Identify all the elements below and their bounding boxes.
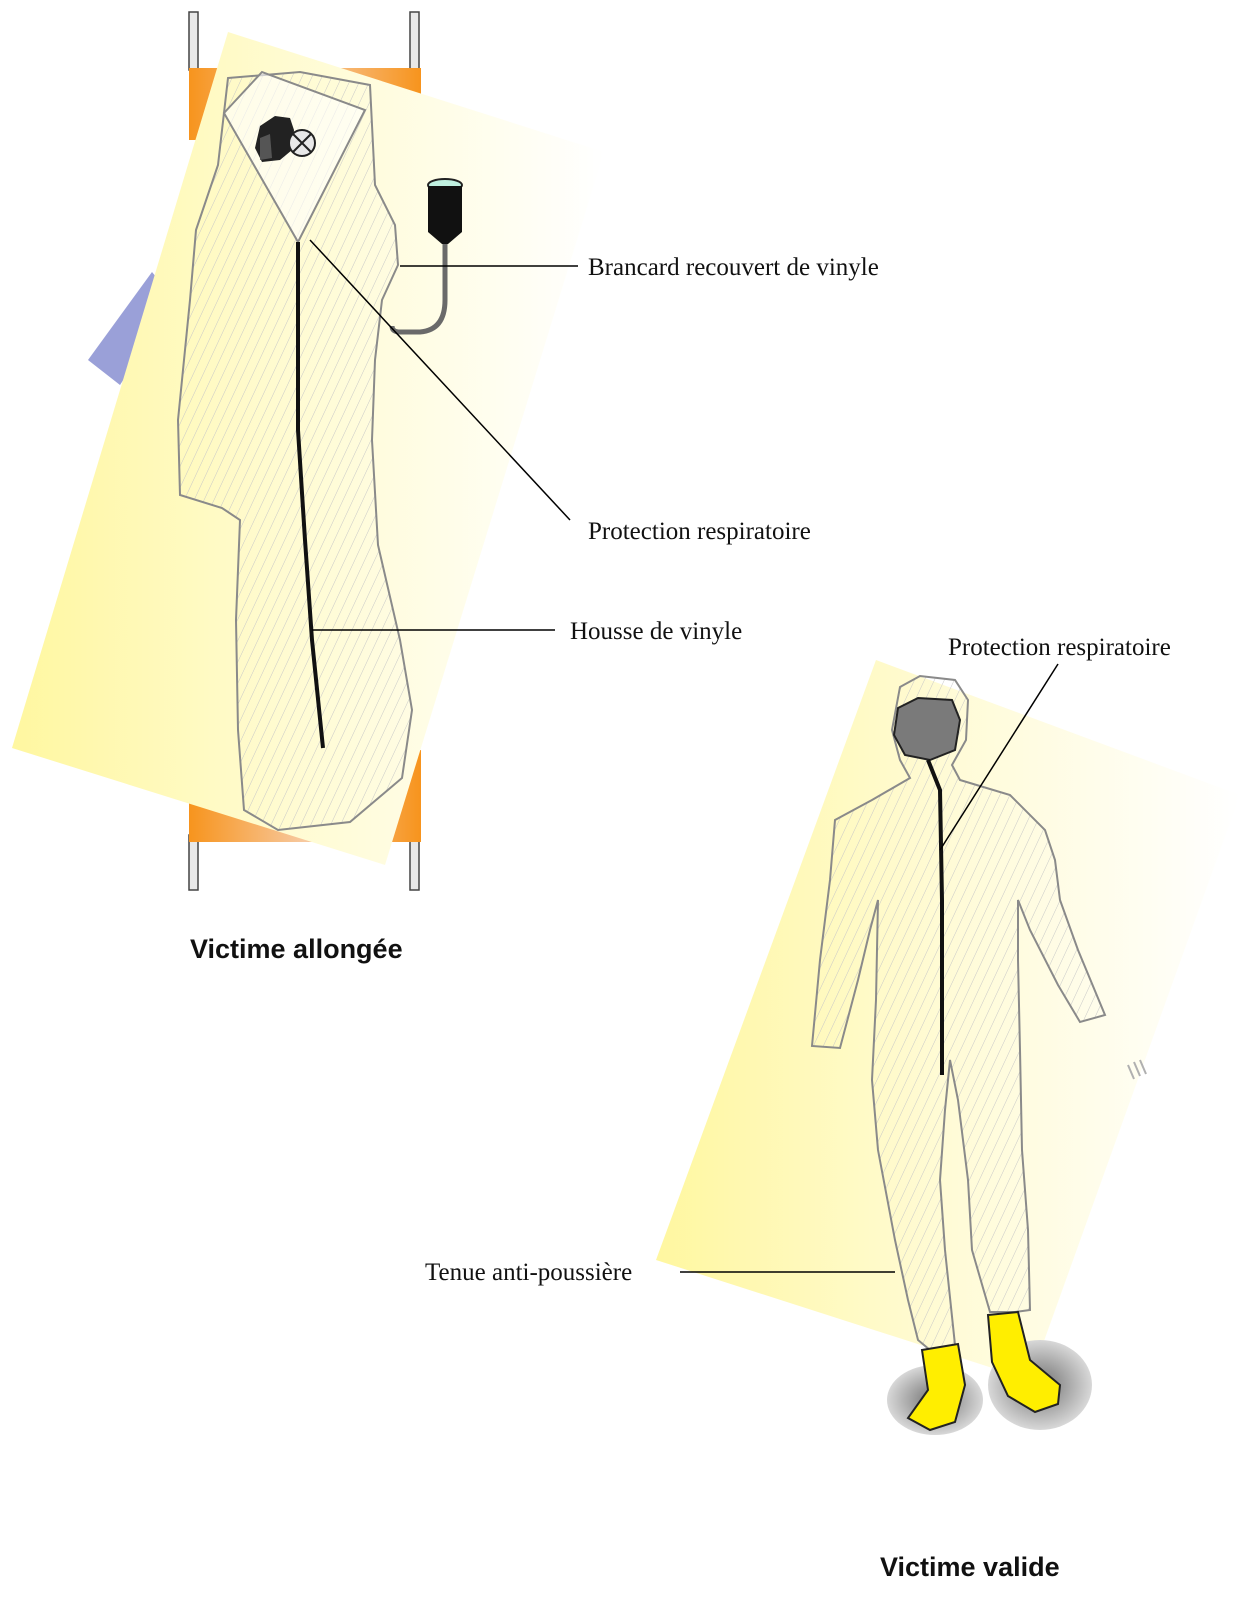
standing-figure — [656, 660, 1240, 1435]
caption-standing-victim: Victime valide — [880, 1552, 1060, 1583]
stretcher-handle-bottom-left — [189, 835, 198, 890]
stretcher-handle-top-left — [189, 12, 198, 70]
label-respiratory-a: Protection respiratoire — [588, 518, 811, 546]
stretcher-figure — [12, 12, 604, 890]
stretcher-handle-bottom-right — [410, 835, 419, 890]
caption-lying-victim: Victime allongée — [190, 934, 403, 965]
suit-mask — [894, 698, 960, 760]
stretcher-handle-top-right — [410, 12, 419, 70]
label-stretcher: Brancard recouvert de vinyle — [588, 254, 879, 282]
label-cover: Housse de vinyle — [570, 618, 742, 646]
label-respiratory-b: Protection respiratoire — [948, 634, 1171, 662]
label-suit: Tenue anti-poussière — [425, 1259, 632, 1287]
